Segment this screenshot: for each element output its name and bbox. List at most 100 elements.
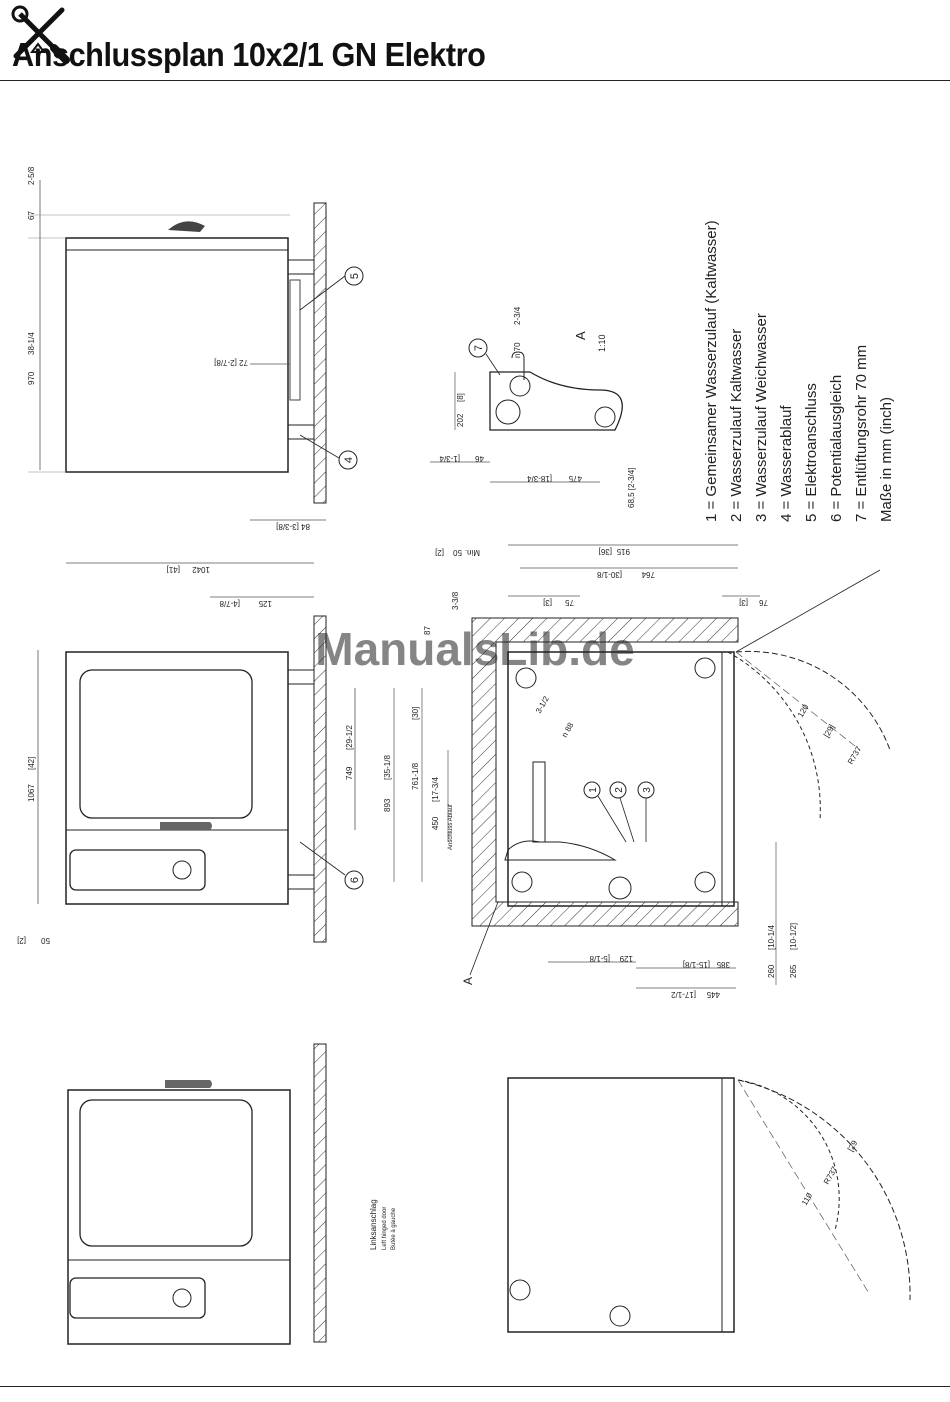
callout-7 bbox=[468, 338, 488, 358]
left-hinged-sub2: Butée à gauche bbox=[391, 1207, 397, 1250]
detail-a-outline bbox=[489, 371, 623, 431]
dim-label: 120 bbox=[796, 702, 811, 719]
legend-item-5: 5 = Elektroanschluss bbox=[803, 383, 820, 522]
watermark: ManualsLib.de bbox=[315, 623, 634, 675]
dim-label: [4-7/8 bbox=[219, 599, 240, 608]
detail-a-label: A bbox=[573, 331, 588, 340]
dim-label: 38-1/4 bbox=[27, 332, 36, 355]
front-view: 6 1042 [41] 125 [4-7/8 1067 [42] 50 [2] … bbox=[17, 562, 364, 945]
dim-label: [2] bbox=[17, 936, 26, 945]
side-view-handle bbox=[168, 221, 205, 232]
dim-label: [10-1/2] bbox=[789, 923, 798, 950]
dim-label: 50 bbox=[41, 936, 50, 945]
left-hinged-window bbox=[79, 1099, 253, 1247]
dim-label: [35-1/8 bbox=[383, 755, 392, 780]
front-control-panel bbox=[69, 849, 206, 891]
top-view: 1 2 3 A 915 [36] 764 [30-1/8 75 [3] 76 [… bbox=[383, 544, 891, 999]
dim-label: [8] bbox=[456, 393, 465, 402]
dim-label: R737 bbox=[846, 744, 864, 766]
dim-label: [30] bbox=[411, 707, 420, 720]
dim-label: 3-3/8 bbox=[451, 591, 460, 610]
callout-6 bbox=[344, 870, 364, 890]
front-control-knob bbox=[172, 860, 192, 880]
callout-2 bbox=[609, 781, 627, 799]
dim-label: 764 bbox=[641, 570, 655, 579]
footer-rule bbox=[0, 1386, 950, 1387]
dim-label: [17-1/2 bbox=[671, 990, 696, 999]
dim-label: n 70 bbox=[513, 342, 522, 358]
plan-unit-outline bbox=[507, 651, 735, 907]
dim-label: [18-3/4 bbox=[527, 474, 552, 483]
callout-7-label: 7 bbox=[473, 345, 485, 351]
detail-a-scale: 1:10 bbox=[597, 334, 607, 352]
dim-label: [30-1/8 bbox=[597, 570, 622, 579]
legend-item-1: 1 = Gemeinsamer Wasserzulauf (Kaltwasser… bbox=[703, 220, 720, 522]
detail-a: 7 A 1:10 n 70 2-3/4 202 [8] 46 [1-3/4 47… bbox=[430, 306, 636, 508]
dim-label: [2] bbox=[435, 548, 444, 557]
dim-label: [15-1/8] bbox=[683, 960, 710, 969]
side-view-body bbox=[65, 237, 289, 473]
page-header: Anschlussplan 10x2/1 GN Elektro bbox=[0, 0, 950, 82]
dim-label: 970 bbox=[27, 371, 36, 385]
callout-2-label: 2 bbox=[614, 787, 625, 793]
dim-label: 915 bbox=[616, 547, 630, 556]
legend-units: Maße in mm (inch) bbox=[878, 397, 895, 522]
dim-label: [5-1/8 bbox=[589, 954, 610, 963]
dim-label: 761-1/8 bbox=[411, 762, 420, 790]
dim-label: [29] bbox=[822, 723, 836, 739]
connection-diagram: 5 4 2-5/8 67 38-1/4 970 72 [2-7/8] 84 [3… bbox=[17, 166, 911, 1345]
front-view-body bbox=[65, 651, 289, 905]
dim-label: 1042 bbox=[192, 565, 210, 574]
dim-label: [42] bbox=[27, 757, 36, 770]
dim-label: [3] bbox=[739, 598, 748, 607]
wrench-screwdriver-icon bbox=[11, 5, 70, 64]
dim-label: 749 bbox=[345, 766, 354, 780]
dim-label: 445 bbox=[706, 990, 720, 999]
drain-note: Anschluss Ablauf bbox=[448, 804, 454, 850]
callout-1 bbox=[583, 781, 601, 799]
dim-label: 265 bbox=[789, 964, 798, 978]
dim-label: 76 bbox=[759, 598, 768, 607]
dim-label: 72 [2-7/8] bbox=[214, 358, 248, 367]
dim-label: 202 bbox=[456, 413, 465, 427]
callout-1-label: 1 bbox=[588, 787, 599, 793]
left-hinged-label: Linksanschlag bbox=[369, 1199, 378, 1250]
page-title: Anschlussplan 10x2/1 GN Elektro bbox=[12, 36, 486, 73]
side-wall bbox=[313, 202, 327, 504]
left-hinged-sub1: Left hinged door bbox=[382, 1207, 388, 1250]
dim-label: 129 bbox=[619, 954, 633, 963]
dim-label: 2-3/4 bbox=[513, 306, 522, 325]
dim-label: 385 bbox=[716, 960, 730, 969]
dim-label: 2-5/8 bbox=[27, 166, 36, 185]
dim-label: Min. bbox=[465, 548, 480, 557]
front-wall bbox=[313, 615, 327, 943]
legend-item-6: 6 = Potentialausgleich bbox=[828, 375, 845, 522]
legend-item-3: 3 = Wasserzulauf Weichwasser bbox=[753, 313, 770, 522]
dim-label: R737 bbox=[822, 1164, 840, 1186]
dim-label: 260 bbox=[767, 964, 776, 978]
legend-item-4: 4 = Wasserablauf bbox=[778, 405, 795, 522]
callout-4 bbox=[338, 450, 358, 470]
legend: 1 = Gemeinsamer Wasserzulauf (Kaltwasser… bbox=[703, 220, 895, 522]
left-hinged-door-arc bbox=[737, 1079, 911, 1301]
front-view-window bbox=[79, 669, 253, 819]
callout-4-label: 4 bbox=[343, 457, 355, 463]
dim-label: [17-3/4 bbox=[431, 777, 440, 802]
callout-3-label: 3 bbox=[642, 787, 653, 793]
dim-label: 110 bbox=[800, 1191, 814, 1207]
dim-label: 450 bbox=[431, 816, 440, 830]
dim-label: n 88 bbox=[560, 721, 576, 739]
left-hinged-plan-view: R737 [29 110 bbox=[507, 1077, 911, 1333]
dim-label: 475 bbox=[568, 474, 582, 483]
left-hinged-body bbox=[67, 1089, 291, 1345]
dim-label: [3] bbox=[543, 598, 552, 607]
callout-5-label: 5 bbox=[349, 273, 361, 279]
legend-item-7: 7 = Entlüftungsrohr 70 mm bbox=[853, 345, 870, 522]
dim-label: 125 bbox=[258, 599, 272, 608]
plan-walls bbox=[471, 617, 739, 927]
side-view: 5 4 2-5/8 67 38-1/4 970 72 [2-7/8] 84 [3… bbox=[27, 166, 364, 531]
dim-label: 75 bbox=[565, 598, 574, 607]
dim-label: 3-1/2 bbox=[534, 694, 551, 715]
dim-label: [36] bbox=[599, 547, 612, 556]
dim-label: 87 bbox=[423, 626, 432, 635]
